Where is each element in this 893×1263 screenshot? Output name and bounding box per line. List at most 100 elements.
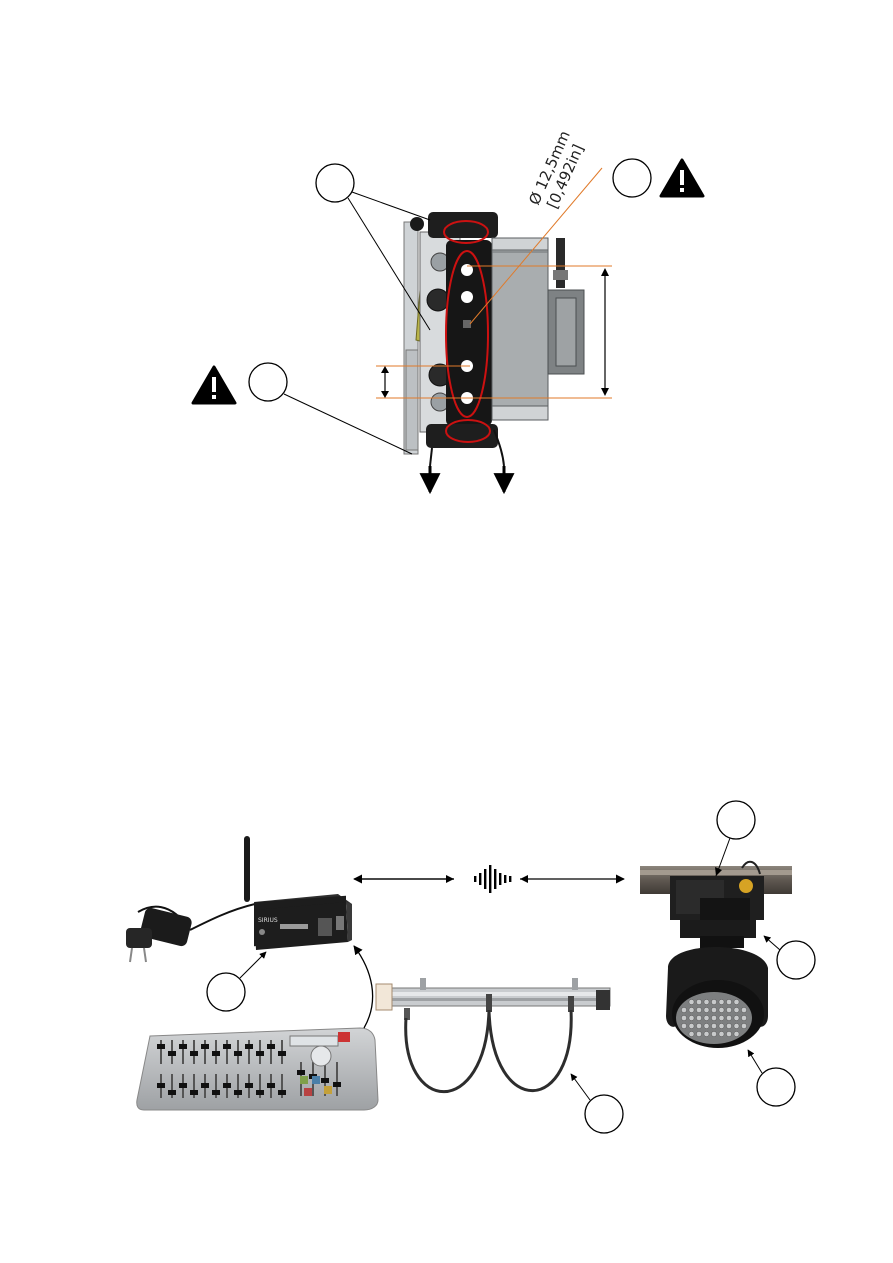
led-cell — [726, 1023, 731, 1028]
console-fader-knob — [267, 1044, 275, 1049]
console-fader-track — [248, 1040, 250, 1064]
moving-head-fixture — [640, 862, 792, 1048]
power-adapter — [126, 904, 255, 962]
callout-circle-top-left — [316, 164, 354, 202]
led-cell — [711, 1015, 716, 1020]
callout-circle-fixture-top — [717, 801, 755, 839]
led-cell — [689, 1031, 694, 1036]
led-cell — [734, 1023, 739, 1028]
console-fader-track — [160, 1040, 162, 1064]
led-cell — [726, 1031, 731, 1036]
console-fader-knob — [333, 1082, 341, 1087]
wall-plate-lower — [406, 350, 418, 450]
console-fader-knob — [223, 1083, 231, 1088]
console-fader-knob — [190, 1090, 198, 1095]
console-fader-track — [226, 1040, 228, 1064]
led-cell — [741, 1023, 746, 1028]
led-cell — [719, 1031, 724, 1036]
led-cell — [689, 1015, 694, 1020]
console-fader-knob — [212, 1090, 220, 1095]
led-cell — [741, 1015, 746, 1020]
console-fader-knob — [201, 1083, 209, 1088]
led-cell — [681, 1023, 686, 1028]
led-cell — [696, 1023, 701, 1028]
led-cell — [719, 1023, 724, 1028]
controller-brand: SIRIUS — [258, 917, 278, 924]
led-cell — [719, 999, 724, 1004]
led-cell — [719, 1007, 724, 1012]
signal-bar — [504, 875, 506, 883]
console-fader-knob — [267, 1083, 275, 1088]
console-fader-knob — [201, 1044, 209, 1049]
signal-bar — [479, 873, 481, 885]
console-fader-track — [204, 1040, 206, 1064]
signal-bar — [489, 865, 491, 893]
led-cell — [704, 999, 709, 1004]
led-cell — [734, 1015, 739, 1020]
signal-bar — [509, 876, 511, 882]
console-fader-knob — [256, 1090, 264, 1095]
led-cell — [704, 1031, 709, 1036]
callout-circle-fixture-bottom — [757, 1068, 795, 1106]
console-fader-knob — [168, 1051, 176, 1056]
console-fader-knob — [321, 1078, 329, 1083]
callout-circle-left — [249, 363, 287, 401]
led-cell — [726, 1007, 731, 1012]
signal-bar — [474, 876, 476, 882]
led-cell — [711, 1031, 716, 1036]
led-cell — [704, 1015, 709, 1020]
led-cell — [734, 1007, 739, 1012]
led-cell — [726, 999, 731, 1004]
led-cell — [696, 1031, 701, 1036]
led-cell — [741, 1007, 746, 1012]
console-fader-knob — [179, 1044, 187, 1049]
led-cell — [711, 1007, 716, 1012]
led-cell — [704, 1007, 709, 1012]
console-fader-track — [336, 1062, 338, 1096]
console-jog-wheel — [311, 1046, 331, 1066]
dmx-cable-arrow — [354, 946, 373, 1028]
led-cell — [734, 1031, 739, 1036]
led-cell — [696, 1015, 701, 1020]
led-cell — [719, 1015, 724, 1020]
antenna-stub — [556, 238, 565, 288]
mounting-diagram: Ø 12,5mm [0,492in] — [193, 128, 703, 492]
led-cell — [681, 1015, 686, 1020]
lighting-console — [137, 1028, 378, 1110]
console-fader-knob — [190, 1051, 198, 1056]
led-cell — [696, 1007, 701, 1012]
callout-circle-transmitter — [207, 973, 245, 1011]
callout-circle-cable — [585, 1095, 623, 1133]
console-fader-knob — [212, 1051, 220, 1056]
callout-circle-fixture-side — [777, 941, 815, 979]
led-cell — [681, 1007, 686, 1012]
led-cell — [734, 999, 739, 1004]
console-fader-knob — [223, 1044, 231, 1049]
console-fader-knob — [234, 1051, 242, 1056]
led-cell — [726, 1015, 731, 1020]
led-cell — [689, 1023, 694, 1028]
warning-icon — [193, 367, 235, 403]
signal-bar — [484, 869, 486, 889]
console-fader-knob — [157, 1044, 165, 1049]
antenna — [244, 836, 250, 902]
console-fader-knob — [256, 1051, 264, 1056]
led-cell — [711, 999, 716, 1004]
console-fader-knob — [234, 1090, 242, 1095]
system-diagram: SIRIUS — [126, 801, 815, 1133]
wireless-signal-icon — [474, 865, 511, 893]
console-fader-knob — [278, 1090, 286, 1095]
signal-bar — [499, 873, 501, 885]
console-fader-knob — [157, 1083, 165, 1088]
signal-bar — [494, 869, 496, 889]
console-fader-knob — [245, 1083, 253, 1088]
festoon-cable — [406, 1010, 572, 1092]
track-rail — [376, 978, 610, 1092]
console-fader-knob — [278, 1051, 286, 1056]
console-fader-knob — [179, 1083, 187, 1088]
led-cell — [704, 1023, 709, 1028]
warning-icon — [661, 160, 703, 196]
console-fader-knob — [245, 1044, 253, 1049]
console-fader-knob — [168, 1090, 176, 1095]
